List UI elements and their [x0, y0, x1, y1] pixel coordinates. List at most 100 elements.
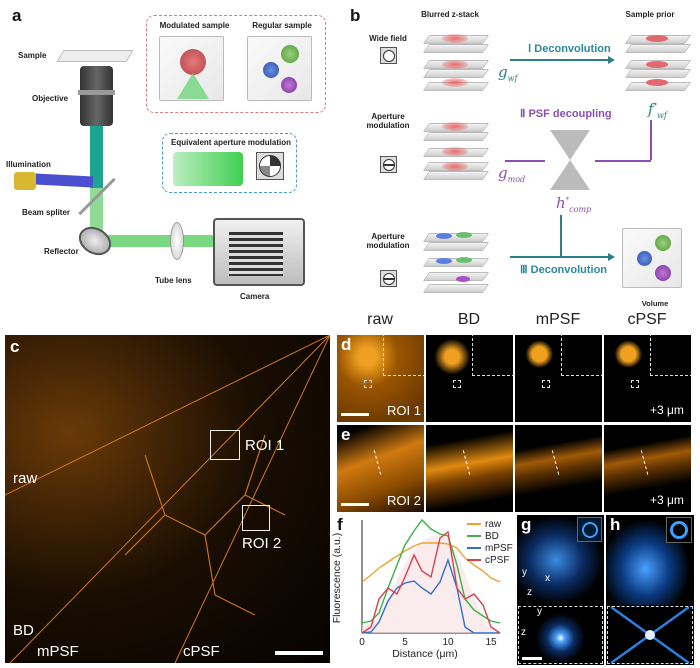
- sample-label: Sample: [18, 51, 47, 60]
- legend-raw: raw: [467, 518, 513, 530]
- col-header-cpsf: cPSF: [627, 311, 667, 328]
- axis-x-3d: x: [545, 573, 550, 584]
- profile-line: [462, 450, 471, 475]
- col-header-bd: BD: [457, 311, 481, 328]
- volume-label: Volume: [641, 299, 669, 308]
- step1-label: Ⅰ Deconvolution: [528, 43, 611, 55]
- tube-lens: [170, 222, 184, 260]
- g-wf-symbol: gwf: [498, 63, 518, 83]
- x-shaped-psf: [610, 605, 690, 665]
- svg-text:15: 15: [485, 637, 497, 648]
- teal-beam: [90, 126, 103, 188]
- panel-d-label: d: [341, 335, 352, 354]
- wide-field-label: Wide field: [369, 34, 407, 43]
- tube-lens-label: Tube lens: [155, 276, 192, 285]
- panel-a-label: a: [12, 6, 22, 25]
- step3-label: Ⅲ Deconvolution: [520, 264, 608, 276]
- modulated-sample-cube: [159, 36, 224, 101]
- inset-box: [383, 335, 424, 376]
- sample-slide: [56, 50, 134, 62]
- scale-bar: [341, 413, 369, 416]
- equivalent-aperture-label: Equivalent aperture modulation: [170, 138, 291, 147]
- blue-cell-icon: [263, 62, 279, 78]
- sample-callout: Modulated sample Regular sample: [146, 15, 326, 113]
- red-cell-icon: [180, 49, 206, 75]
- blue-cell-icon: [637, 251, 652, 266]
- roi1-box[interactable]: [210, 430, 240, 460]
- beam-splitter-label: Beam spliter: [22, 208, 71, 217]
- light-cone-icon: [177, 73, 209, 99]
- objective-band: [78, 90, 115, 95]
- f-wf-symbol: f*wf: [648, 100, 667, 120]
- region-mpsf-label: mPSF: [37, 643, 79, 660]
- d-cpsf-image: +3 μm: [604, 335, 691, 422]
- aperture-modulation-label-1: Aperture modulation: [366, 112, 410, 131]
- purple-cell-icon: [281, 77, 297, 93]
- zstack-widefield: [418, 30, 498, 100]
- reflector-label: Reflector: [44, 247, 79, 256]
- volume-cube: [622, 228, 682, 288]
- panel-h-3d-psf: h: [606, 515, 694, 605]
- panel-f-label: f: [337, 515, 343, 534]
- d-mpsf-image: [515, 335, 602, 422]
- col-header-mpsf: mPSF: [535, 311, 581, 328]
- slice-box: [518, 606, 603, 664]
- blurred-spot: [442, 34, 468, 43]
- chart-legend: raw BD mPSF cPSF: [467, 518, 513, 566]
- profile-line: [640, 450, 649, 475]
- blurred-zstack-header: Blurred z-stack: [421, 10, 479, 19]
- legend-mpsf: mPSF: [467, 542, 513, 554]
- blurred-spot: [442, 60, 468, 69]
- modulated-sample-label: Modulated sample: [159, 21, 230, 30]
- purple-cell-icon: [655, 265, 671, 281]
- series-raw: [361, 542, 501, 583]
- zstack-modulated: [418, 118, 498, 188]
- regular-sample-cube: [247, 36, 312, 101]
- panel-b-label: b: [350, 6, 361, 25]
- e-mpsf-image: [515, 425, 602, 512]
- g-mod-symbol: gmod: [498, 164, 526, 184]
- objective-lens: [80, 66, 113, 126]
- sample-prior-header: Sample prior: [625, 10, 675, 19]
- green-cell-icon: [281, 45, 299, 63]
- step1-arrow: [510, 59, 610, 61]
- region-raw-label: raw: [13, 470, 38, 487]
- d-bd-image: [426, 335, 513, 422]
- illumination-source: [14, 172, 36, 190]
- psf-hourglass-icon: [550, 130, 590, 190]
- blurred-spot: [442, 78, 468, 87]
- prior-feedback-line: [650, 120, 652, 160]
- slice-box: [607, 606, 693, 664]
- axis-z-2d: z: [521, 627, 526, 638]
- panel-c-image: c raw BD mPSF cPSF ROI 1 ROI 2: [5, 335, 330, 663]
- prior-feedback-arrow: [595, 160, 651, 162]
- roi2-tag: ROI 2: [387, 493, 421, 508]
- roi1-tag: ROI 1: [387, 403, 421, 418]
- zoom-source-box: [364, 380, 372, 388]
- zstack-sample-prior: [620, 30, 700, 100]
- panel-g-label: g: [521, 515, 532, 534]
- g-inset-ring: [577, 517, 602, 542]
- panel-e-label: e: [341, 425, 351, 444]
- e-raw-image: e ROI 2: [337, 425, 424, 512]
- illumination-label: Illumination: [6, 160, 51, 169]
- camera-vents: [229, 232, 283, 276]
- legend-cpsf: cPSF: [467, 554, 513, 566]
- region-cpsf-label: cPSF: [183, 643, 220, 660]
- e-bd-image: [426, 425, 513, 512]
- profile-line: [373, 450, 382, 475]
- panel-h-label: h: [610, 515, 621, 534]
- regular-sample-label: Regular sample: [252, 21, 312, 30]
- col-header-raw: raw: [367, 311, 393, 328]
- aperture-callout: Equivalent aperture modulation: [162, 133, 297, 193]
- roi2-box[interactable]: [242, 505, 270, 531]
- panel-g-xz-slice: y z: [517, 605, 604, 665]
- roi2-label: ROI 2: [242, 535, 282, 552]
- green-cell-icon: [655, 235, 671, 251]
- depth-d: +3 μm: [650, 403, 684, 417]
- wide-field-aperture-icon: [380, 47, 397, 64]
- objective-label: Objective: [32, 94, 69, 103]
- scale-bar: [341, 503, 369, 506]
- axis-y-2d: y: [537, 606, 542, 617]
